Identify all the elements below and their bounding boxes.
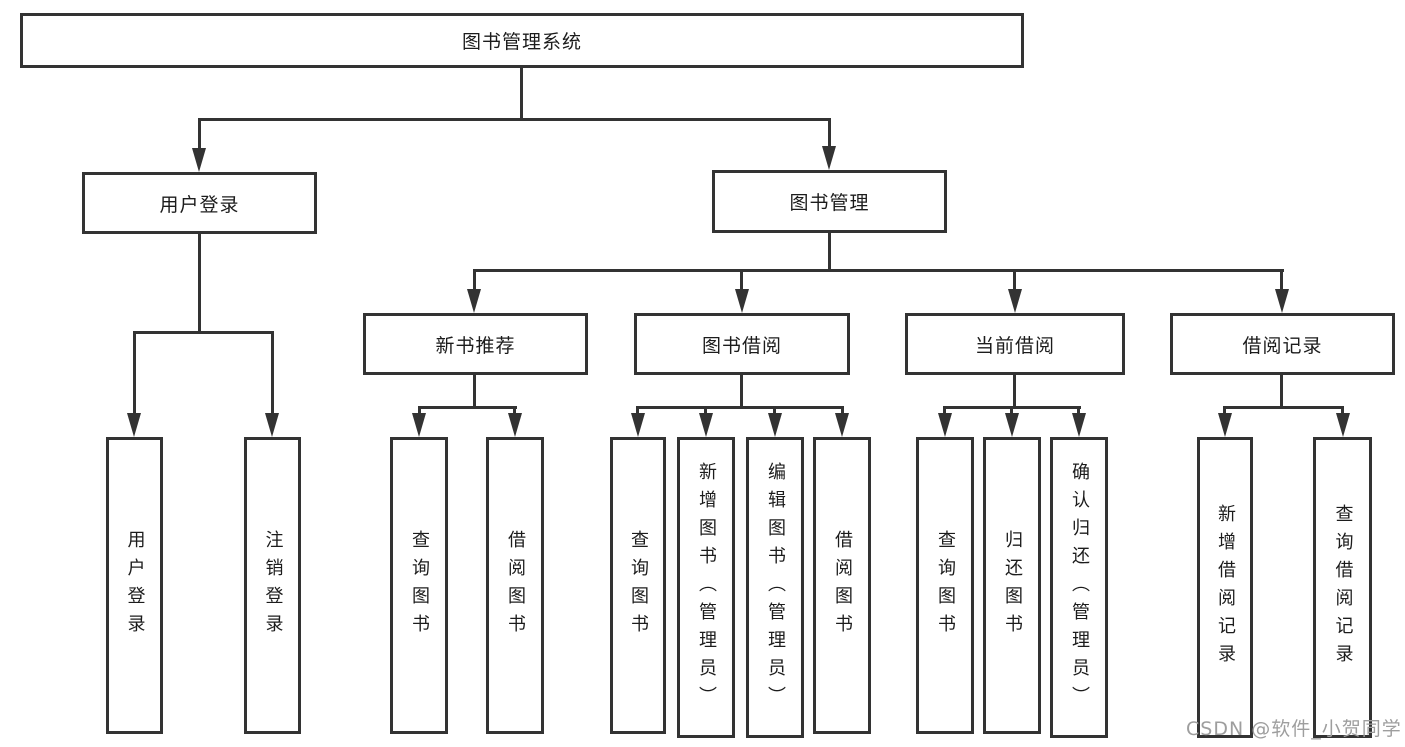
connector-line	[1013, 375, 1016, 409]
node-label: 确认归还（管理员）	[1069, 461, 1090, 714]
node-label: 查询借阅记录	[1332, 503, 1354, 672]
connector-line	[473, 269, 1284, 272]
connector-line	[271, 333, 274, 415]
leaf-logout-login: 注销登录	[244, 437, 301, 734]
leaf-query-borrow-record: 查询借阅记录	[1313, 437, 1372, 738]
node-label: 新增图书（管理员）	[696, 461, 717, 714]
leaf-borrow-books: 借阅图书	[813, 437, 871, 734]
arrowhead-down-icon	[1336, 413, 1350, 437]
node-label: 归还图书	[1002, 529, 1023, 642]
node-label: 编辑图书（管理员）	[765, 461, 786, 714]
node-label: 当前借阅	[974, 334, 1055, 357]
node-label: 借阅图书	[832, 529, 853, 642]
connector-line	[418, 406, 517, 409]
arrowhead-down-icon	[412, 413, 426, 437]
leaf-query-books-recommend: 查询图书	[390, 437, 448, 734]
connector-line	[828, 233, 831, 272]
arrowhead-down-icon	[631, 413, 645, 437]
arrowhead-down-icon	[508, 413, 522, 437]
connector-line	[133, 331, 274, 334]
connector-line	[943, 406, 1081, 409]
csdn-watermark: CSDN @软件_小贺同学	[1186, 718, 1402, 740]
leaf-add-book-admin: 新增图书（管理员）	[677, 437, 735, 738]
leaf-return-book: 归还图书	[983, 437, 1041, 734]
node-label: 借阅图书	[505, 529, 526, 642]
leaf-borrow-books-recommend: 借阅图书	[486, 437, 544, 734]
node-label: 借阅记录	[1242, 334, 1323, 357]
leaf-query-books-borrow: 查询图书	[610, 437, 666, 734]
arrowhead-down-icon	[1218, 413, 1232, 437]
arrowhead-down-icon	[822, 146, 836, 170]
node-label: 注销登录	[262, 529, 284, 642]
connector-line	[198, 118, 831, 121]
node-label: 图书借阅	[701, 334, 782, 357]
node-label: 查询图书	[935, 529, 956, 642]
node-label: 用户登录	[159, 193, 240, 216]
connector-line	[198, 120, 201, 152]
connector-line	[520, 68, 523, 120]
node-book-borrow: 图书借阅	[634, 313, 850, 375]
connector-line	[1223, 406, 1344, 409]
leaf-edit-book-admin: 编辑图书（管理员）	[746, 437, 804, 738]
leaf-confirm-return-admin: 确认归还（管理员）	[1050, 437, 1108, 738]
connector-line	[636, 406, 844, 409]
arrowhead-down-icon	[265, 413, 279, 437]
node-new-book-recommend: 新书推荐	[363, 313, 588, 375]
node-current-borrow: 当前借阅	[905, 313, 1125, 375]
arrowhead-down-icon	[835, 413, 849, 437]
node-label: 查询图书	[628, 529, 649, 642]
node-label: 图书管理系统	[461, 31, 582, 53]
connector-line	[828, 120, 831, 150]
arrowhead-down-icon	[938, 413, 952, 437]
arrowhead-down-icon	[1072, 413, 1086, 437]
arrowhead-down-icon	[192, 148, 206, 172]
node-label: 查询图书	[409, 529, 430, 642]
arrowhead-down-icon	[1008, 289, 1022, 313]
connector-line	[473, 375, 476, 409]
connector-line	[1280, 375, 1283, 409]
node-label: 新增借阅记录	[1215, 503, 1236, 672]
arrowhead-down-icon	[1275, 289, 1289, 313]
node-book-management: 图书管理	[712, 170, 947, 233]
connector-line	[740, 270, 743, 292]
arrowhead-down-icon	[467, 289, 481, 313]
arrowhead-down-icon	[735, 289, 749, 313]
leaf-add-borrow-record: 新增借阅记录	[1197, 437, 1253, 738]
node-root-system: 图书管理系统	[20, 13, 1024, 68]
connector-line	[1013, 270, 1016, 292]
arrowhead-down-icon	[699, 413, 713, 437]
node-label: 图书管理	[789, 192, 870, 214]
node-user-login: 用户登录	[82, 172, 317, 234]
leaf-user-login: 用户登录	[106, 437, 163, 734]
node-label: 新书推荐	[435, 334, 516, 357]
node-borrow-records: 借阅记录	[1170, 313, 1395, 375]
connector-line	[740, 375, 743, 409]
connector-line	[198, 234, 201, 334]
arrowhead-down-icon	[1005, 413, 1019, 437]
arrowhead-down-icon	[768, 413, 782, 437]
connector-line	[473, 270, 476, 292]
connector-line	[133, 333, 136, 415]
connector-line	[1280, 270, 1283, 292]
node-label: 用户登录	[124, 529, 146, 642]
arrowhead-down-icon	[127, 413, 141, 437]
leaf-query-books-current: 查询图书	[916, 437, 974, 734]
